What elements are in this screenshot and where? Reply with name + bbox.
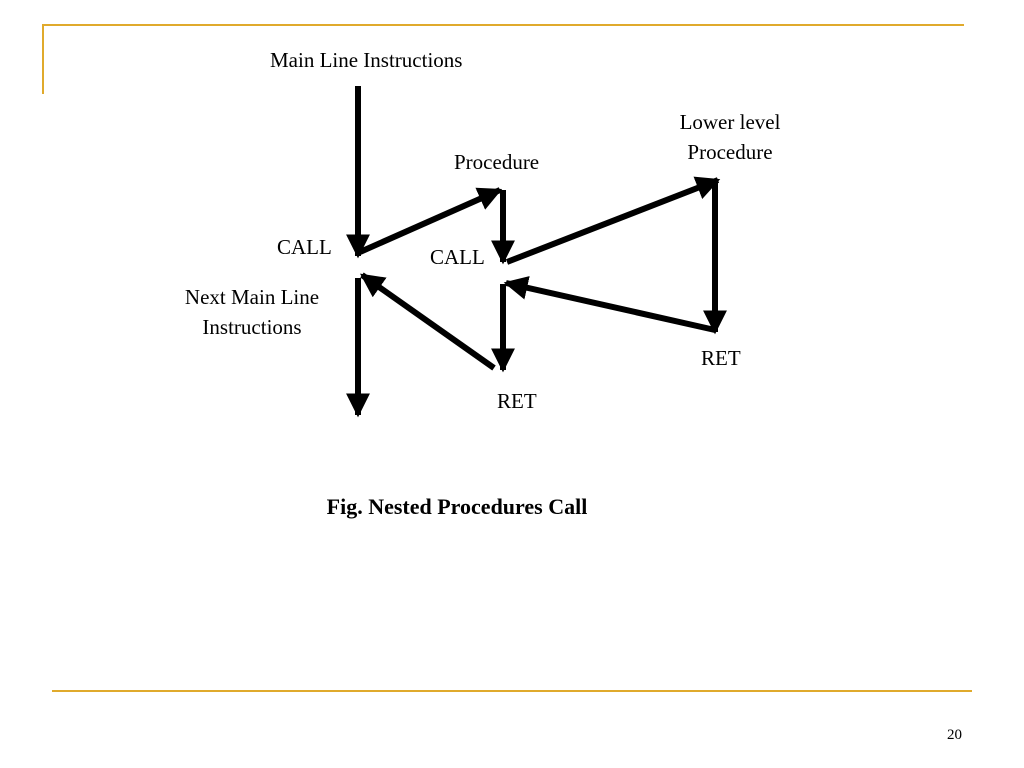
next-main-line-label-line2: Instructions (202, 315, 302, 339)
lower-level-label-line2: Procedure (687, 140, 773, 164)
call-main-label: CALL (277, 235, 332, 259)
figure-caption: Fig. Nested Procedures Call (326, 494, 588, 519)
lower-level-label: Lower level Procedure (660, 107, 800, 167)
next-main-line-label-line1: Next Main Line (184, 285, 320, 309)
procedure-ret-return-arrow (360, 272, 496, 371)
next-main-line-label: Next Main Line Instructions (162, 282, 342, 342)
call-to-procedure-arrow (358, 187, 503, 255)
bottom-border-line (52, 690, 972, 692)
ret-lower-level-label: RET (701, 346, 741, 370)
call-procedure-label: CALL (430, 245, 485, 269)
ret-procedure-label: RET (497, 389, 537, 413)
procedure-label: Procedure (454, 150, 540, 174)
lower-level-label-line1: Lower level (679, 110, 781, 134)
left-border-line (42, 24, 44, 94)
top-border-line (42, 24, 964, 26)
main-line-label: Main Line Instructions (270, 48, 463, 72)
page-number: 20 (947, 727, 962, 743)
lower-ret-return-arrow (503, 276, 716, 333)
call-to-lower-level-arrow (505, 176, 721, 265)
